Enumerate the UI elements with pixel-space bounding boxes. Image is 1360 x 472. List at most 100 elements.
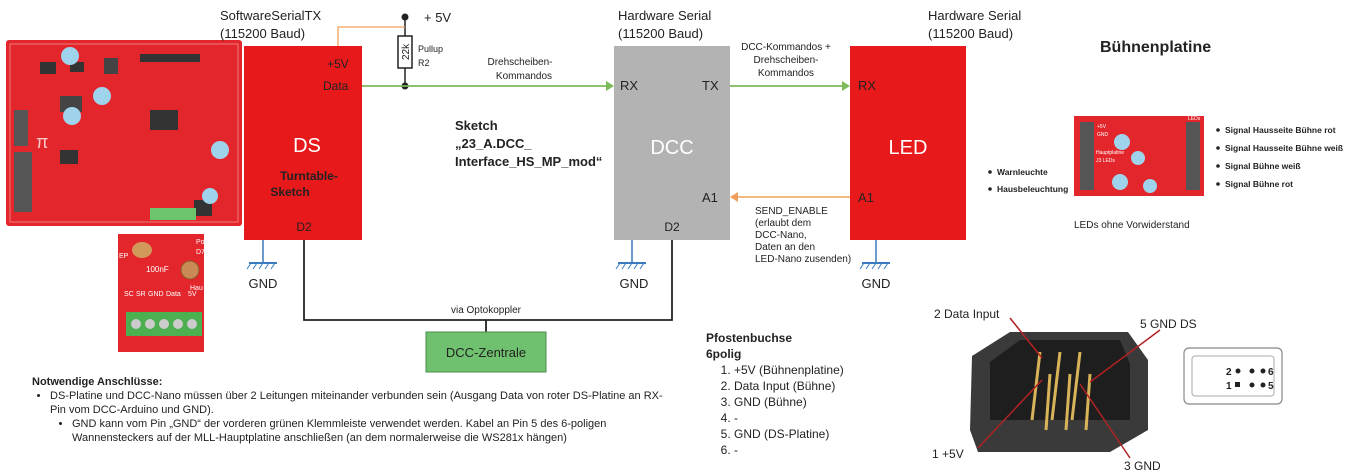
buehne-pcb-label-j3: J3 LEDs (1096, 158, 1115, 164)
pfosten-pin-1: +5V (Bühnenplatine) (734, 362, 926, 378)
gnd-symbol-ds (246, 240, 277, 270)
pfosten-pin-5: GND (DS-Platine) (734, 426, 926, 442)
ds-box (244, 46, 362, 240)
ds-subtitle-2: Sketch (270, 185, 309, 199)
buehne-pcb-label-gnd: GND (1097, 132, 1109, 138)
send-enable-line-3: DCC-Nano, (755, 230, 807, 241)
dcc-name: DCC (650, 137, 693, 159)
notes-sublist: GND kann vom Pin „GND“ der vorderen grün… (32, 417, 672, 445)
buehne-out-3: Signal Bühne weiß (1225, 161, 1301, 171)
send-enable-line-1: SEND_ENABLE (755, 206, 828, 217)
gnd-symbol-dcc (615, 240, 646, 270)
softwareserial-label: SoftwareSerialTX (220, 8, 321, 23)
pinout-label-2: 2 (1226, 367, 1232, 378)
buehne-title: Bühnenplatine (1100, 39, 1211, 56)
notes-section: Notwendige Anschlüsse: DS-Platine und DC… (32, 375, 672, 445)
sketch-label: Sketch (455, 118, 498, 133)
pfosten-section: Pfostenbuchse 6polig +5V (Bühnenplatine)… (706, 330, 926, 458)
pcb-small-cap: 100nF (146, 265, 169, 274)
led-pin-rx: RX (858, 78, 876, 93)
ds-platine-photo: π (6, 40, 242, 226)
sketch-name-2: Interface_HS_MP_mod“ (455, 154, 602, 169)
send-enable-line-5: LED-Nano zusenden) (755, 254, 851, 265)
connector-label-gnd: 3 GND (1124, 459, 1161, 472)
pullup-label: Pullup (418, 44, 443, 54)
ds-name: DS (293, 135, 321, 157)
gnd-label-dcc: GND (620, 276, 649, 291)
ds-pin-5v: +5V (327, 57, 349, 71)
buehne-out-4: Signal Bühne rot (1225, 179, 1293, 189)
gnd-label-ds: GND (249, 276, 278, 291)
buehne-out-2: Signal Hausseite Bühne weiß (1225, 143, 1343, 153)
wire-drehscheiben-1: Drehscheiben- (487, 57, 552, 68)
pcb-small-pin-5v: 5V (188, 291, 197, 298)
wire-drehscheiben-2: Kommandos (496, 71, 552, 82)
pfosten-pin-list: +5V (Bühnenplatine) Data Input (Bühne) G… (706, 362, 926, 458)
buehne-pcb-label-5v: +5V (1097, 124, 1107, 130)
buehne-out-hausbeleuchtung: Hausbeleuchtung (997, 184, 1068, 194)
hw-serial-2-baud: (115200 Baud) (928, 26, 1013, 41)
pinout-label-1: 1 (1226, 381, 1232, 392)
ds-pin-d2: D2 (296, 220, 312, 234)
vcc-label: + 5V (424, 10, 451, 25)
connector-pinout: 2 6 1 5 (1183, 347, 1283, 405)
pcb-small-label-ep: EP (119, 253, 129, 260)
connector-label-data: 2 Data Input (934, 307, 1000, 321)
hw-serial-1-baud: (115200 Baud) (618, 26, 703, 41)
pcb-small-pin-data: Data (166, 291, 181, 298)
wire-dcc-cmd-3: Kommandos (758, 68, 814, 79)
dcc-pin-rx: RX (620, 78, 638, 93)
wire-dcc-cmd-2: Drehscheiben- (753, 55, 818, 66)
svg-text:π: π (36, 132, 48, 152)
sketch-name-1: „23_A.DCC_ (455, 136, 532, 151)
hw-serial-1-label: Hardware Serial (618, 8, 711, 23)
dcc-zentrale-label: DCC-Zentrale (446, 345, 526, 360)
pcb-small-pin-sc: SC (124, 291, 134, 298)
pfosten-pin-3: GND (Bühne) (734, 394, 926, 410)
led-box (850, 46, 966, 240)
dcc-pin-d2: D2 (664, 220, 680, 234)
pcb-small-pin-gnd: GND (148, 291, 164, 298)
ds-subtitle-1: Turntable- (280, 169, 338, 183)
send-enable-line-4: Daten an den (755, 242, 815, 253)
connector-label-gnd-ds: 5 GND DS (1140, 317, 1197, 331)
dcc-pin-a1: A1 (702, 190, 718, 205)
ds-pin-data: Data (323, 79, 349, 93)
pcb-small-label-d7: D7 (196, 249, 205, 256)
small-pcb-photo: 100nF SC SR GND Data 5V Po D7 Hau EP (118, 234, 205, 352)
notes-bullet-2: GND kann vom Pin „GND“ der vorderen grün… (72, 417, 672, 445)
buehne-out-1: Signal Hausseite Bühne rot (1225, 125, 1336, 135)
pfosten-pin-6: - (734, 442, 926, 458)
connector-label-5v: 1 +5V (932, 447, 964, 461)
led-pin-a1: A1 (858, 190, 874, 205)
opto-label: via Optokoppler (451, 305, 522, 316)
opto-wire (303, 240, 673, 321)
pfosten-pin-4: - (734, 410, 926, 426)
softwareserial-baud: (115200 Baud) (220, 26, 305, 41)
pfosten-title-1: Pfostenbuchse (706, 331, 793, 345)
pinout-label-5: 5 (1268, 381, 1274, 392)
dcc-pin-tx: TX (702, 78, 719, 93)
connector-photo (970, 332, 1148, 452)
gnd-label-led: GND (862, 276, 891, 291)
pcb-small-label-po: Po (196, 239, 205, 246)
notes-heading: Notwendige Anschlüsse: (32, 376, 163, 388)
r2-label: R2 (418, 58, 430, 68)
notes-list: DS-Platine und DCC-Nano müssen über 2 Le… (32, 389, 672, 417)
buehne-out-warnleuchte: Warnleuchte (997, 167, 1048, 177)
pfosten-pin-2: Data Input (Bühne) (734, 378, 926, 394)
gnd-symbol-led (859, 240, 890, 270)
resistor-value: 22k (401, 43, 412, 60)
buehne-pcb-label-hauptplatine: Hauptplatine (1096, 150, 1124, 156)
notes-bullet-1: DS-Platine und DCC-Nano müssen über 2 Le… (50, 389, 672, 417)
hw-serial-2-label: Hardware Serial (928, 8, 1021, 23)
wire-dcc-cmd-1: DCC-Kommandos + (741, 42, 831, 53)
buehne-pcb-label-leds: LEDs (1188, 116, 1201, 122)
pcb-small-label-hau: Hau (190, 285, 203, 292)
buehne-pcb-photo: +5V GND Hauptplatine J3 LEDs LEDs (1074, 116, 1204, 196)
dcc-zentrale-box (425, 331, 547, 373)
led-name: LED (889, 137, 928, 159)
buehne-note: LEDs ohne Vorwiderstand (1074, 220, 1190, 231)
pfosten-title-2: 6polig (706, 347, 742, 361)
dcc-box (614, 46, 730, 240)
